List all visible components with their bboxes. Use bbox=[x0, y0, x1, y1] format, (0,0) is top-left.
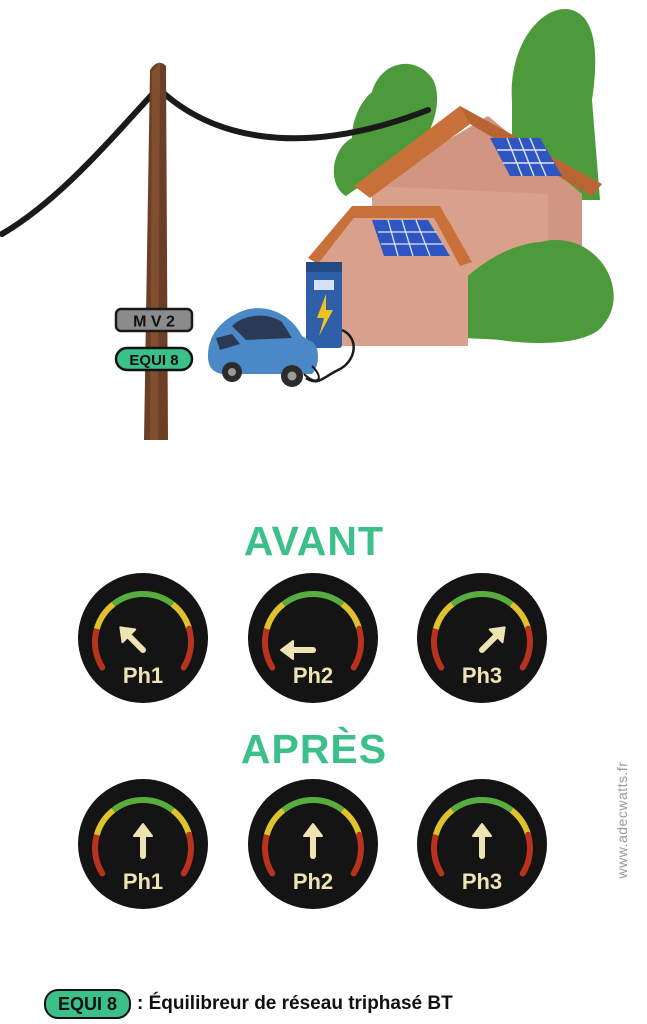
gauge-scale-segment bbox=[93, 807, 116, 836]
gauge-after-ph1: Ph1 bbox=[78, 779, 208, 909]
gauge-scale-segment bbox=[180, 831, 194, 877]
after-title: APRÈS bbox=[240, 726, 388, 772]
gauge-scale-segment bbox=[432, 807, 455, 836]
gauge-scale-segment bbox=[262, 831, 276, 877]
gauge-scale-segment bbox=[111, 591, 175, 607]
arrow-icon bbox=[133, 823, 153, 837]
gauge-scale-segment bbox=[432, 601, 455, 630]
power-pole bbox=[144, 62, 168, 441]
gauge-before-ph2: Ph2 bbox=[248, 573, 378, 703]
gauge-scale-segment bbox=[263, 807, 286, 836]
gauge-phase-label: Ph3 bbox=[462, 869, 502, 894]
pole-sign: M V 2 bbox=[114, 307, 194, 333]
gauge-scale-segment bbox=[350, 625, 364, 671]
gauge-after-ph2: Ph2 bbox=[248, 779, 378, 909]
arrow-icon bbox=[119, 626, 137, 644]
pole-equi8-badge: EQUI 8 bbox=[114, 346, 194, 372]
gauge-phase-label: Ph1 bbox=[123, 663, 163, 688]
gauge-scale-segment bbox=[431, 625, 445, 671]
arrow-icon bbox=[488, 626, 506, 644]
gauge-before-ph3: Ph3 bbox=[417, 573, 547, 703]
gauge-phase-label: Ph3 bbox=[462, 663, 502, 688]
gauge-needle bbox=[479, 632, 500, 653]
gauge-needle bbox=[125, 632, 146, 653]
gauge-after-ph3: Ph3 bbox=[417, 779, 547, 909]
gauge-scale-segment bbox=[450, 591, 514, 607]
gauge-scale-segment bbox=[281, 591, 345, 607]
gauge-scale-segment bbox=[92, 625, 106, 671]
svg-text:EQUI 8: EQUI 8 bbox=[129, 352, 178, 369]
lightning-icon bbox=[317, 294, 333, 336]
gauge-scale-segment bbox=[111, 797, 175, 813]
solar-panel-small bbox=[372, 220, 450, 256]
gauge-scale-segment bbox=[180, 625, 194, 671]
gauge-scale-segment bbox=[350, 831, 364, 877]
gauge-scale-segment bbox=[519, 625, 533, 671]
legend-equi8-badge: EQUI 8 bbox=[44, 989, 132, 1019]
arrow-icon bbox=[280, 640, 294, 660]
arrow-icon bbox=[472, 823, 492, 837]
svg-text:M V 2: M V 2 bbox=[133, 314, 175, 331]
gauge-scale-segment bbox=[262, 625, 276, 671]
legend-text: : Équilibreur de réseau triphasé BT bbox=[137, 993, 453, 1014]
gauge-scale-segment bbox=[263, 601, 286, 630]
gauge-phase-label: Ph2 bbox=[293, 663, 333, 688]
gauge-phase-label: Ph2 bbox=[293, 869, 333, 894]
legend: EQUI 8 : Équilibreur de réseau triphasé … bbox=[44, 986, 453, 1022]
electric-car bbox=[208, 308, 320, 387]
arrow-icon bbox=[303, 823, 323, 837]
gauge-phase-label: Ph1 bbox=[123, 869, 163, 894]
gauge-before-ph1: Ph1 bbox=[78, 573, 208, 703]
gauge-scale-segment bbox=[93, 601, 116, 630]
gauge-scale-segment bbox=[92, 831, 106, 877]
gauge-scale-segment bbox=[450, 797, 514, 813]
before-title: AVANT bbox=[243, 518, 385, 564]
gauge-scale-segment bbox=[281, 797, 345, 813]
watermark: www.adecwatts.fr bbox=[614, 761, 630, 879]
gauge-scale-segment bbox=[431, 831, 445, 877]
gauge-scale-segment bbox=[519, 831, 533, 877]
